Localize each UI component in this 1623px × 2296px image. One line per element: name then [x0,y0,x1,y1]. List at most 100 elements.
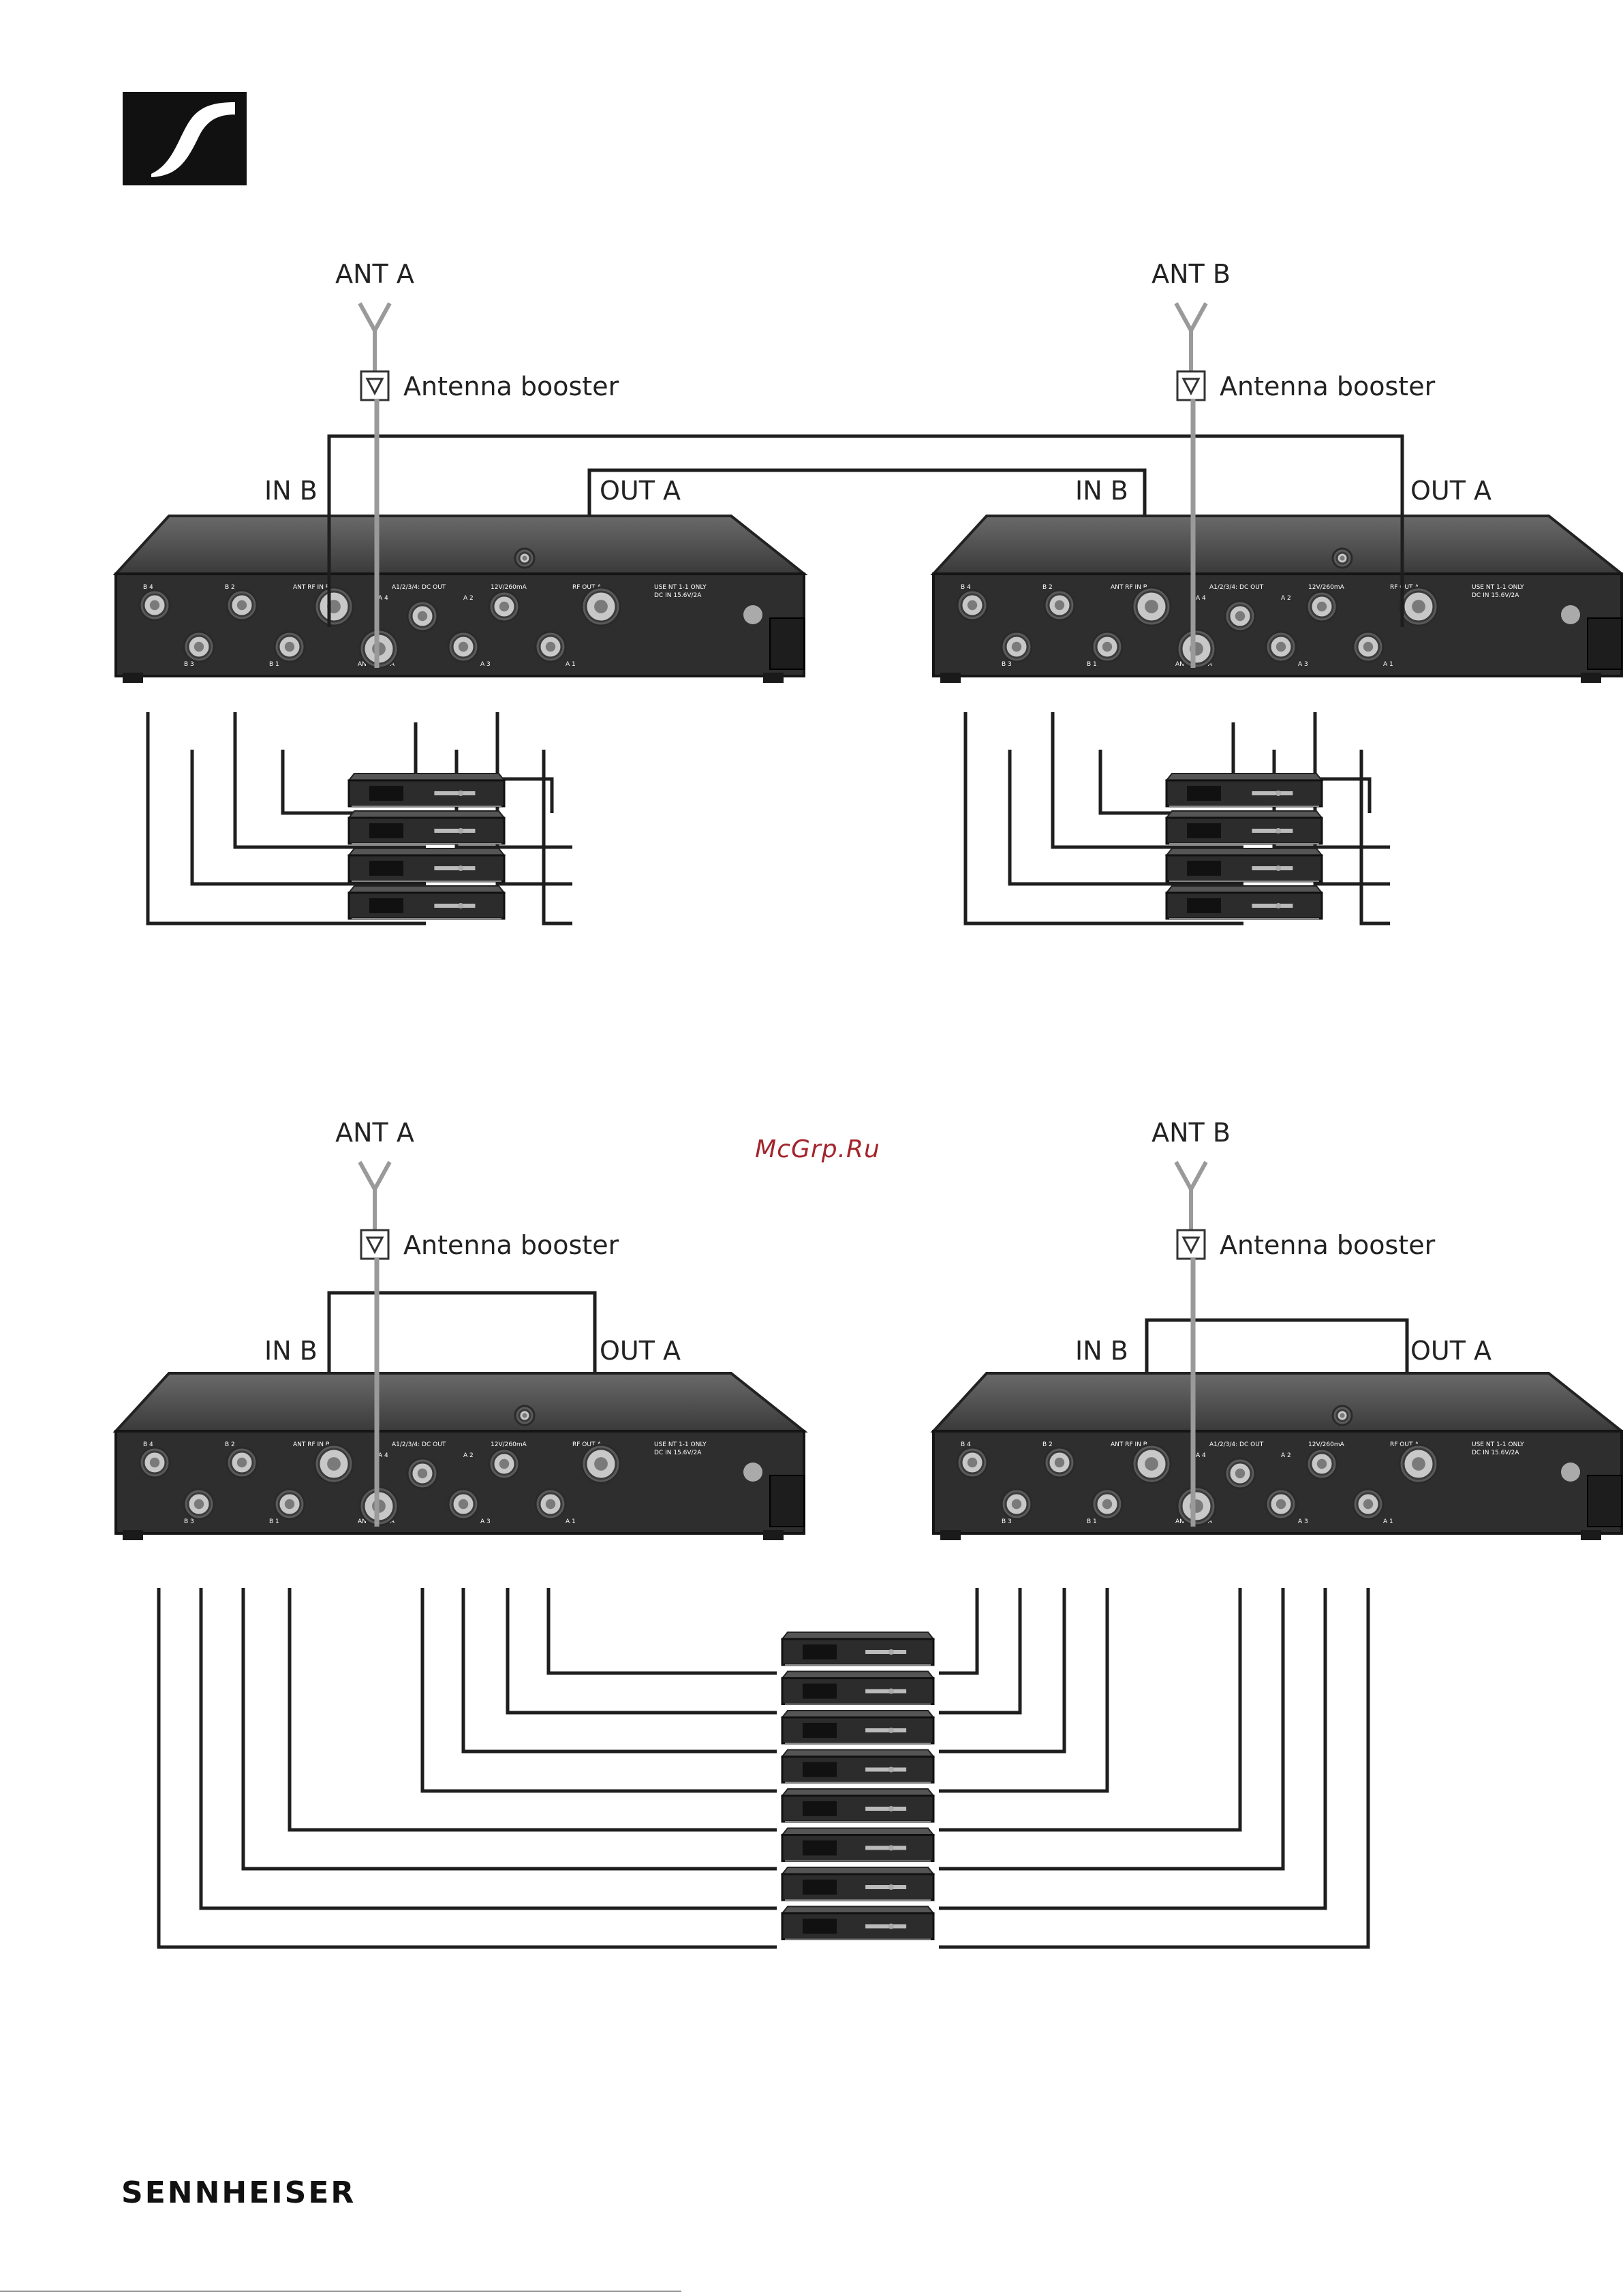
splitter-top [930,515,1623,575]
power-plug [1587,617,1622,670]
jack-a2-pin [1316,601,1327,612]
port-label-b4: B 4 [961,584,971,591]
label-dc-out: A1/2/3/4: DC OUT [392,584,446,591]
receiver-top-left-1 [347,773,506,808]
label-in-b-left-bottom: IN B [264,1336,318,1366]
antenna-icon [1174,302,1208,335]
foot-right [1581,673,1601,683]
foot-left [940,1530,961,1540]
label-dc-out: A1/2/3/4: DC OUT [1209,1441,1264,1448]
receiver-badge [865,1885,907,1889]
receiver-display [803,1918,837,1934]
jack-a4-pin [1235,611,1246,622]
receiver-top-right-1 [1164,773,1324,808]
port-label-b4: B 4 [143,1441,153,1448]
jack-a2-pin [499,1458,510,1469]
booster-label: Antenna booster [403,1230,619,1260]
cable-a1 [542,750,572,925]
port-label-a1: A 1 [566,661,576,668]
jack-b2-pin [1054,600,1065,611]
jack-b1-pin [1102,641,1113,652]
receiver-display [803,1723,837,1738]
receiver-badge [865,1846,907,1850]
power-plug [769,1475,805,1527]
booster-box [1176,1229,1206,1260]
port-label-b2: B 2 [225,1441,235,1448]
dc-in-socket [1561,1463,1580,1482]
receiver-shared-4 [780,1749,936,1784]
receiver-knob [1276,828,1282,833]
label-dc-out: A1/2/3/4: DC OUT [1209,584,1264,591]
receiver-display [803,1644,837,1659]
booster-box [1176,370,1206,401]
foot-left [123,673,143,683]
receiver-knob [888,1649,894,1655]
label-out-a-right-bottom: OUT A [1410,1336,1491,1366]
foot-right [763,673,784,683]
cable-right-6 [939,1588,1285,1871]
port-label-a2: A 2 [463,595,474,602]
splitter-top [930,1372,1623,1433]
receiver-display [369,861,403,876]
port-label-b1: B 1 [1087,661,1097,668]
jack-a1-pin [545,1499,556,1510]
receiver-knob [1276,866,1282,871]
cable-left-4 [420,1588,777,1793]
cable-left-6 [241,1588,777,1871]
port-label-a4: A 4 [378,595,388,602]
jack-a4-pin [1235,1468,1246,1479]
port-label-b2: B 2 [1042,584,1053,591]
receiver-front [1165,816,1323,845]
jack-b3-pin [1011,1499,1022,1510]
receiver-front [781,1834,935,1862]
antenna-label-b-top: ANT B [1151,259,1231,289]
receiver-knob [888,1845,894,1851]
cable-right-2 [939,1588,1022,1715]
sennheiser-logo-icon [123,92,247,185]
port-label-b1: B 1 [1087,1518,1097,1525]
cable-right-8 [939,1588,1370,1949]
jack-rf-out-a-pin [1412,600,1425,613]
label-in-b-right-top: IN B [1075,476,1128,506]
port-label-b3: B 3 [184,661,194,668]
port-label-a1: A 1 [566,1518,576,1525]
label-dc-in: DC IN 15.6V/2A [1472,1450,1519,1456]
receiver-badge [434,791,476,795]
receiver-top-left-3 [347,848,506,883]
label-out-a-left-bottom: OUT A [600,1336,681,1366]
receiver-knob [458,828,464,833]
label-psu-note: USE NT 1-1 ONLY [654,584,707,591]
receiver-knob [458,903,464,908]
port-label-rf-out-a: RF OUT A [572,584,602,591]
foot-left [123,1530,143,1540]
dc-in-socket [743,605,762,624]
receiver-top-right-3 [1164,848,1324,883]
port-label-ant-rf-in-b: ANT RF IN B [293,584,330,591]
booster-triangle-icon [1181,378,1201,396]
label-dc-in: DC IN 15.6V/2A [654,1450,702,1456]
brand-wordmark: SENNHEISER [121,2175,356,2210]
foot-left [940,673,961,683]
receiver-display [803,1683,837,1699]
receiver-knob [888,1923,894,1929]
receiver-badge [1252,866,1293,870]
receiver-knob [458,866,464,871]
jack-b2-pin [236,600,247,611]
receiver-display [803,1762,837,1777]
antenna-icon [358,302,392,335]
cable-right-4 [939,1588,1109,1793]
label-out-a-left-top: OUT A [600,476,681,506]
label-dc-in: DC IN 15.6V/2A [1472,592,1519,599]
port-label-a2: A 2 [1281,1452,1291,1459]
receiver-badge [865,1924,907,1929]
cable-right-7 [939,1588,1327,1910]
port-label-b1: B 1 [269,1518,279,1525]
cable-left-1 [546,1588,777,1675]
receiver-top-left-2 [347,810,506,845]
receiver-badge [1252,904,1293,908]
receiver-badge [865,1767,907,1772]
